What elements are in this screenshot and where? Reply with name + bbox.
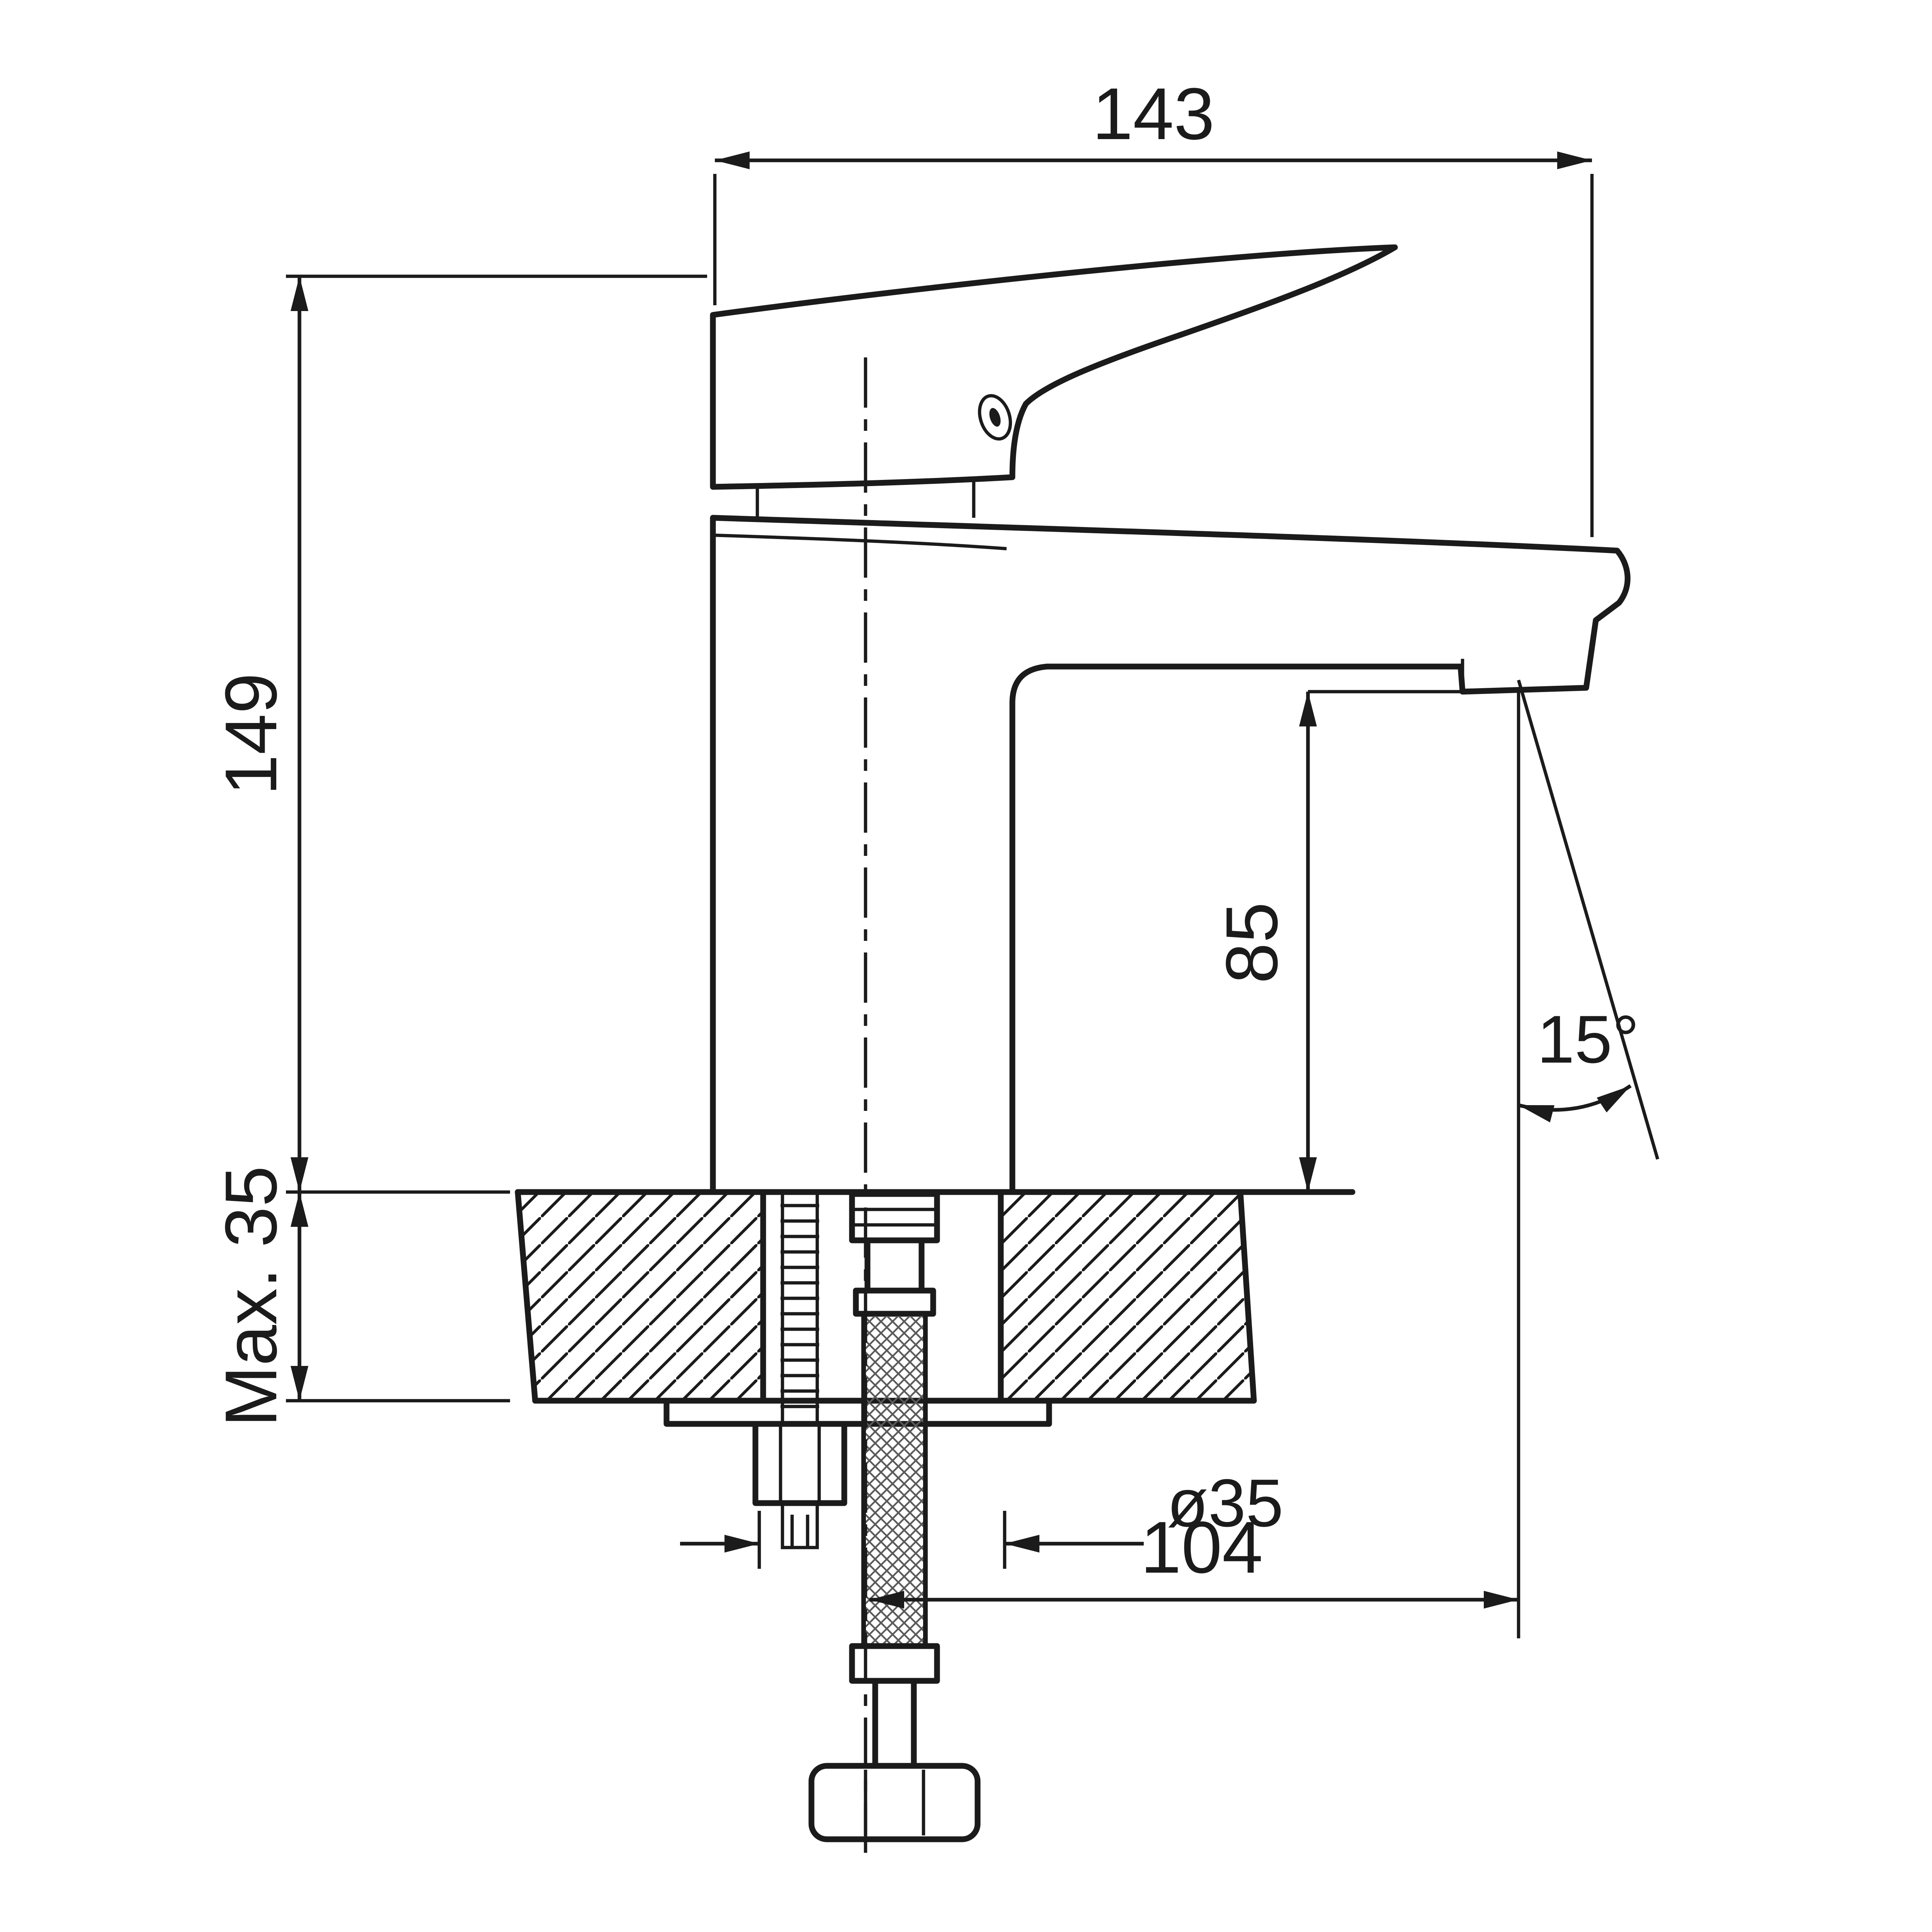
- stud-nut: [752, 1421, 847, 1506]
- countertop-section: [515, 1189, 1355, 1404]
- dimension-d35: ø35: [680, 1466, 1284, 1569]
- mounting-flange: [663, 1398, 1052, 1427]
- hose-crimp-band-top: [853, 1287, 936, 1317]
- hose-neck: [864, 1237, 925, 1294]
- deck-front-edge: [713, 533, 1007, 551]
- dim-104-label: 104: [1140, 1507, 1263, 1588]
- dimension-angle-15: 15°: [1517, 679, 1660, 1160]
- dim-143-label: 143: [1092, 73, 1214, 155]
- dimension-max35: Max. 35: [210, 1166, 510, 1427]
- dimension-104: 104: [869, 692, 1520, 1638]
- body-spout-outline: [710, 515, 1631, 1195]
- hose-tube-end: [872, 1678, 917, 1769]
- stud-fork-end: [781, 1503, 819, 1549]
- handle-screw-slot: [989, 408, 1001, 427]
- faucet-body: [710, 515, 1631, 1195]
- dim-d35-label: ø35: [1167, 1466, 1284, 1541]
- lever-outline: [710, 244, 1398, 490]
- angle-label: 15°: [1537, 1002, 1639, 1077]
- hose-hex-nut: [808, 1763, 981, 1842]
- dim-85-label: 85: [1211, 902, 1293, 983]
- counter-break-right: [1237, 1189, 1257, 1404]
- dimension-143: 143: [713, 73, 1594, 537]
- angle-arc: [1518, 1084, 1632, 1122]
- dimension-149: 149: [210, 274, 707, 1194]
- counter-break-left: [515, 1189, 538, 1404]
- faucet-handle: [710, 244, 1398, 518]
- handle-screw-cap: [978, 394, 1012, 441]
- dim-max35-label: Max. 35: [210, 1166, 292, 1427]
- mounting-stud: [752, 1194, 847, 1549]
- hose-braid: [861, 1311, 928, 1648]
- dimension-85: 85: [1211, 690, 1484, 1192]
- supply-hose: [808, 1191, 981, 1842]
- angle-reference-slant: [1517, 679, 1660, 1160]
- counter-hatch-right: [1001, 1192, 1254, 1401]
- stud-threads: [781, 1204, 819, 1408]
- dim-149-label: 149: [210, 673, 292, 795]
- counter-hatch-left: [518, 1192, 763, 1401]
